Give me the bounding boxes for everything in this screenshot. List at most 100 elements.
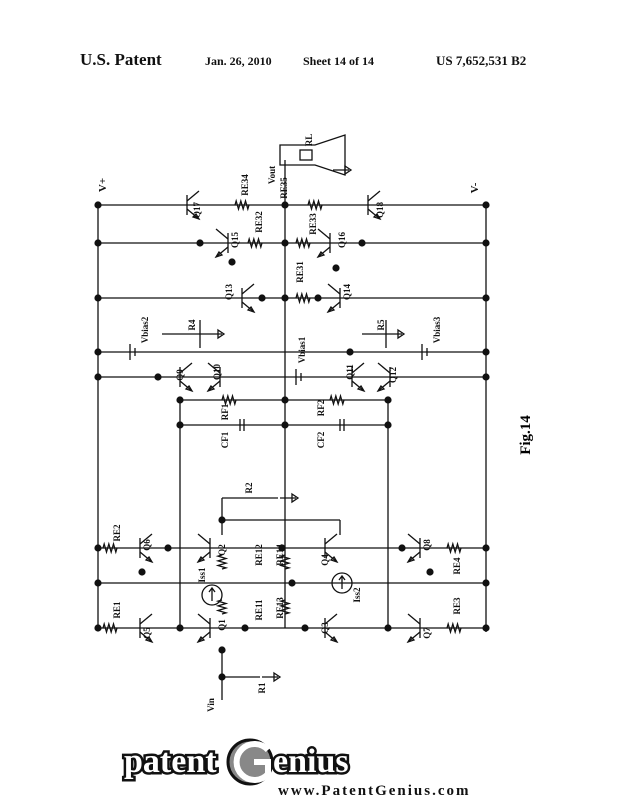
transistor <box>377 362 391 374</box>
vbias3-label: Vbias3 <box>432 316 442 343</box>
junction-dot <box>218 673 226 681</box>
re12-label: RE12 <box>254 544 264 566</box>
re34-label: RE34 <box>240 174 250 196</box>
transistor <box>144 635 154 644</box>
transistor <box>324 551 338 563</box>
transistor <box>329 555 339 564</box>
junction-dot <box>358 239 366 247</box>
transistor <box>196 635 206 644</box>
transistor <box>139 533 153 545</box>
transistor <box>407 613 421 625</box>
junction-dot <box>482 239 490 247</box>
transistor <box>407 551 421 563</box>
transistor <box>367 190 381 202</box>
vbias1-label: Vbias1 <box>297 336 307 363</box>
q5-label: Q5 <box>142 627 152 639</box>
junction-dot <box>94 239 102 247</box>
resistor <box>234 198 250 212</box>
resistor <box>295 236 311 250</box>
resistor <box>446 541 462 555</box>
ground-r5 <box>386 328 406 340</box>
rail-vminus-label: V- <box>469 182 481 193</box>
junction-dot <box>482 294 490 302</box>
transistor <box>186 190 200 202</box>
re31-label: RE31 <box>295 261 305 283</box>
junction-dot <box>176 421 184 429</box>
junction-dot <box>94 579 102 587</box>
ground-r1 <box>262 671 282 683</box>
patent-date: Jan. 26, 2010 <box>205 54 272 68</box>
resistor <box>102 621 118 635</box>
transistor <box>214 250 224 259</box>
speaker-rl <box>299 149 313 161</box>
q2-label: Q2 <box>217 544 227 556</box>
resistor <box>102 541 118 555</box>
junction-dot <box>218 646 226 654</box>
transistor <box>317 228 331 240</box>
transistor <box>207 380 221 392</box>
junction-dot <box>228 258 236 266</box>
current-source-iss1 <box>201 584 223 606</box>
junction-dot <box>94 373 102 381</box>
q9-label: Q9 <box>175 369 185 381</box>
q12-label: Q12 <box>388 367 398 384</box>
transistor <box>351 380 365 392</box>
transistor <box>184 384 194 393</box>
speaker-rl <box>279 134 346 176</box>
transistor <box>356 384 366 393</box>
re35-label: RE35 <box>279 177 289 199</box>
q17-label: Q17 <box>192 202 202 219</box>
re33-label: RE33 <box>308 213 318 235</box>
ground-r4 <box>206 328 226 340</box>
transistor <box>196 555 206 564</box>
resistor <box>247 236 263 250</box>
re14-label: RE14 <box>275 544 285 566</box>
q15-label: Q15 <box>230 232 240 249</box>
junction-dot <box>482 348 490 356</box>
watermark-url: www.PatentGenius.com <box>278 783 471 799</box>
transistor <box>144 555 154 564</box>
transistor <box>246 305 256 314</box>
junction-dot <box>196 239 204 247</box>
transistor <box>139 631 153 643</box>
junction-dot <box>281 421 289 429</box>
load-rl-label: RL <box>304 134 314 147</box>
rail-vplus-label: V+ <box>97 178 109 192</box>
transistor <box>327 283 341 295</box>
schematic-junctions <box>94 201 490 681</box>
transistor <box>197 631 211 643</box>
watermark-brand-left: patent <box>124 743 217 780</box>
re1-label: RE1 <box>112 601 122 619</box>
q1-label: Q1 <box>217 619 227 631</box>
resistor <box>307 198 323 212</box>
junction-dot <box>332 264 340 272</box>
transistor <box>215 228 229 240</box>
junction-dot <box>281 396 289 404</box>
r4-label: R4 <box>187 319 197 330</box>
iss2-label: Iss2 <box>352 587 362 603</box>
re11-label: RE11 <box>254 599 264 621</box>
transistor <box>241 283 255 295</box>
iss1-label: Iss1 <box>197 567 207 583</box>
watermark-logo: patent enius www.PatentGenius.com <box>122 738 471 799</box>
junction-dot <box>154 373 162 381</box>
resistor <box>215 554 229 570</box>
resistor <box>295 291 311 305</box>
re13-label: RE13 <box>275 597 285 619</box>
q13-label: Q13 <box>224 284 234 301</box>
current-source-iss2 <box>331 572 353 594</box>
junction-dot <box>176 396 184 404</box>
transistor <box>179 380 193 392</box>
transistor <box>197 613 211 625</box>
schematic-wires <box>97 160 487 700</box>
junction-dot <box>482 579 490 587</box>
rf2-label: RF2 <box>316 399 326 416</box>
transistor <box>191 212 201 221</box>
transistor <box>407 533 421 545</box>
re32-label: RE32 <box>254 211 264 233</box>
node-vout: Vout <box>267 166 277 184</box>
schematic-components <box>102 134 462 683</box>
transistor <box>376 384 386 393</box>
cf2-label: CF2 <box>316 431 326 448</box>
